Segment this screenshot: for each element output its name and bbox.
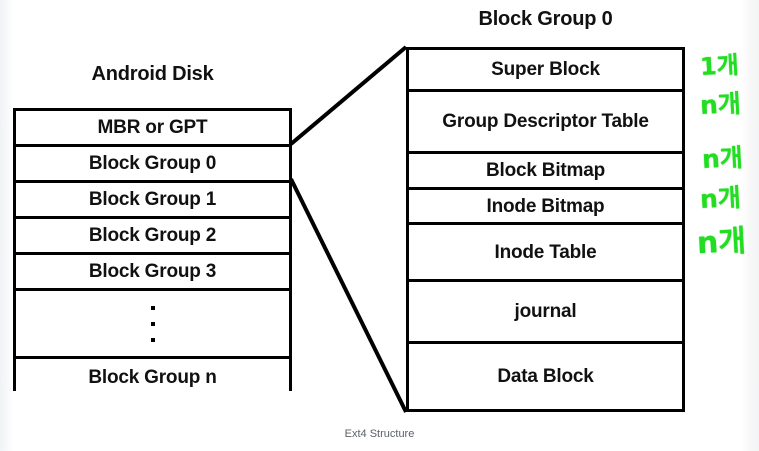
- vertical-ellipsis-icon: [150, 305, 155, 342]
- android-disk-row: [16, 291, 289, 359]
- android-disk-title: Android Disk: [91, 63, 214, 85]
- block-group-row: Group Descriptor Table: [409, 92, 682, 154]
- block-group-row: Inode Bitmap: [409, 190, 682, 225]
- slide-left-edge: [0, 0, 14, 451]
- annotation-count-4: n개: [699, 182, 742, 215]
- android-disk-row-label: Block Group 2: [88, 225, 217, 246]
- android-disk-row: Block Group n: [16, 359, 289, 395]
- block-group-row: Block Bitmap: [409, 154, 682, 190]
- android-disk-row: Block Group 1: [16, 183, 289, 219]
- android-disk-row: MBR or GPT: [16, 111, 289, 147]
- block-group-row-label: Block Bitmap: [485, 160, 605, 181]
- annotation-count-3: n개: [701, 142, 744, 175]
- annotation-count-2: n개: [699, 88, 742, 121]
- block-group-row-label: Super Block: [491, 59, 600, 80]
- android-disk-row: Block Group 3: [16, 255, 289, 291]
- block-group-row: Data Block: [409, 344, 682, 409]
- ellipsis-dot: [150, 321, 155, 326]
- android-disk-row-label: Block Group 1: [88, 189, 217, 210]
- android-disk-table: MBR or GPT Block Group 0 Block Group 1 Bloc…: [13, 108, 292, 395]
- android-disk-row-label: MBR or GPT: [97, 117, 208, 138]
- block-group-row-label: Inode Table: [494, 241, 597, 263]
- android-disk-row-label: Block Group 0: [88, 153, 217, 174]
- block-group-title: Block Group 0: [478, 8, 613, 30]
- android-disk-row-label: Block Group n: [88, 366, 217, 388]
- android-disk-row: Block Group 2: [16, 219, 289, 255]
- block-group-row-label: journal: [514, 301, 577, 322]
- figure-caption: Ext4 Structure: [344, 428, 415, 440]
- slide-right-edge: [741, 0, 759, 451]
- connector-bottom: [289, 178, 408, 413]
- android-disk-row: Block Group 0: [16, 147, 289, 183]
- ellipsis-dot: [150, 305, 155, 310]
- block-group-row-label: Inode Bitmap: [486, 195, 605, 217]
- block-group-row-label: Group Descriptor Table: [442, 111, 649, 132]
- block-group-row-label: Data Block: [497, 366, 594, 387]
- block-group-row: Super Block: [409, 50, 682, 92]
- annotation-count-5: n개: [696, 223, 747, 262]
- ellipsis-dot: [150, 337, 155, 342]
- block-group-row: Inode Table: [409, 225, 682, 282]
- android-disk-row-label: Block Group 3: [88, 261, 217, 282]
- annotation-count-1: 1개: [699, 51, 740, 81]
- block-group-row: journal: [409, 282, 682, 344]
- connector-top: [289, 45, 408, 146]
